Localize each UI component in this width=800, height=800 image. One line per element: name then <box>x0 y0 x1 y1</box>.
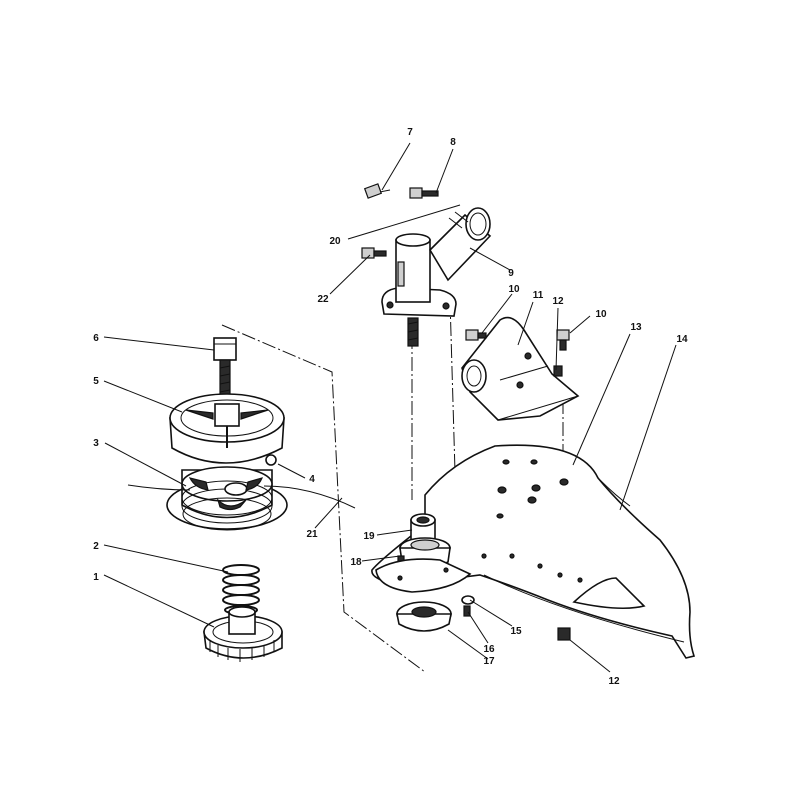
shield-nut <box>557 627 571 641</box>
callout-9: 9 <box>508 268 514 279</box>
callout-16: 16 <box>483 644 495 655</box>
callout-21: 21 <box>306 529 318 540</box>
washer-and-screw <box>461 595 475 617</box>
shield-bracket <box>461 316 580 421</box>
callout-4: 4 <box>309 474 315 485</box>
callout-15: 15 <box>510 626 522 637</box>
callout-19: 19 <box>363 531 375 542</box>
callout-7: 7 <box>407 127 413 138</box>
callout-12-bottom: 12 <box>608 676 620 687</box>
trimmer-line <box>127 484 356 509</box>
callout-6: 6 <box>93 333 99 344</box>
callout-12-top: 12 <box>552 296 564 307</box>
callout-18: 18 <box>350 557 362 568</box>
callout-11: 11 <box>533 290 544 301</box>
leader-lines <box>103 142 677 673</box>
bracket-screws <box>465 329 570 351</box>
mounting-plate <box>375 558 472 593</box>
callout-22: 22 <box>317 294 329 305</box>
spool-cover <box>169 393 285 466</box>
callout-20: 20 <box>329 236 341 247</box>
callout-1: 1 <box>93 572 99 583</box>
deflector-shield <box>371 444 696 659</box>
spool-retaining-bolt <box>213 337 237 405</box>
callout-8: 8 <box>450 137 456 148</box>
callout-labels: 7 8 20 9 22 10 11 12 10 13 14 6 5 3 4 21… <box>93 127 688 687</box>
callout-10-right: 10 <box>595 309 607 320</box>
callout-17: 17 <box>483 656 495 667</box>
callout-14: 14 <box>676 334 688 345</box>
bearing-cup <box>396 601 452 632</box>
bump-knob <box>203 606 283 662</box>
callout-5: 5 <box>93 376 99 387</box>
callout-10-left: 10 <box>508 284 520 295</box>
spool <box>166 466 288 531</box>
callout-13: 13 <box>630 322 642 333</box>
callout-3: 3 <box>93 438 99 449</box>
callout-2: 2 <box>93 541 99 552</box>
gear-head-screws <box>361 183 439 259</box>
drive-shaft-adapter <box>410 513 436 541</box>
gear-head <box>381 207 492 347</box>
